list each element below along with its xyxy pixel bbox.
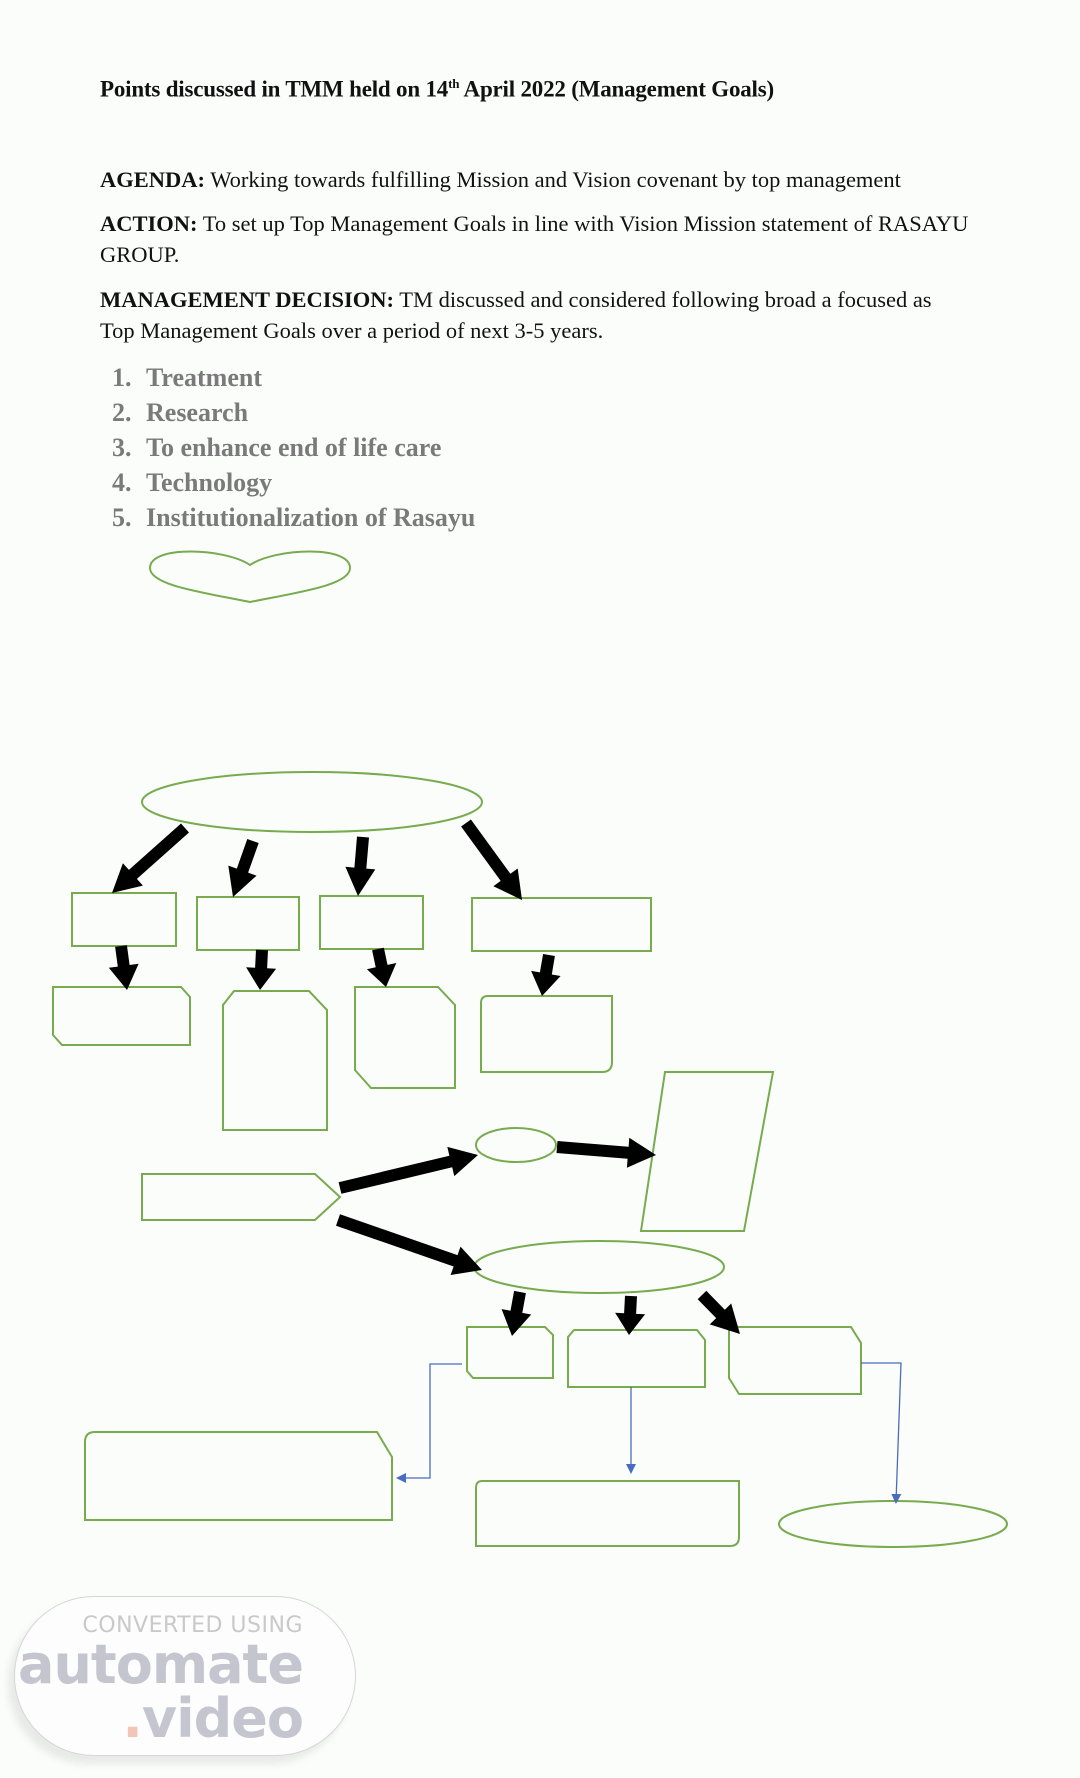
block-arrow <box>338 1146 478 1194</box>
goal-text: Institutionalization of Rasayu <box>146 503 476 532</box>
block-arrow <box>246 949 277 990</box>
block-arrow <box>697 1290 740 1334</box>
box-row2-4 <box>480 995 613 1073</box>
watermark-dot: . <box>122 1687 142 1750</box>
agenda-paragraph: AGENDA: Working towards fulfilling Missi… <box>100 164 1010 195</box>
action-label: ACTION: <box>100 211 198 236</box>
box-row1-4 <box>471 897 652 952</box>
connector-left <box>396 1363 462 1483</box>
block-arrow <box>461 819 522 900</box>
box-row3-2 <box>567 1329 706 1388</box>
small-ellipse <box>475 1127 557 1163</box>
block-arrow <box>228 839 259 897</box>
block-arrow <box>345 836 376 896</box>
box-row1-3 <box>319 895 424 950</box>
watermark-brand: automate <box>18 1633 304 1696</box>
block-arrow <box>531 954 561 996</box>
heart-shape <box>148 550 352 604</box>
agenda-label: AGENDA: <box>100 167 205 192</box>
title-superscript: th <box>448 76 460 91</box>
goal-item: 4. Technology <box>112 465 475 500</box>
watermark-caption: CONVERTED USING <box>82 1613 303 1638</box>
block-arrow <box>108 945 139 990</box>
box-row2-2 <box>222 990 328 1131</box>
block-arrow <box>556 1137 656 1168</box>
decision-text: TM discussed and considered following br… <box>100 287 932 343</box>
top-ellipse <box>141 771 483 833</box>
agenda-text: Working towards fulfilling Mission and V… <box>205 167 901 192</box>
goal-item: 3. To enhance end of life care <box>112 430 475 465</box>
watermark-domain: .video <box>122 1687 304 1750</box>
box-row1-1 <box>71 892 177 947</box>
pentagon-shape <box>141 1173 342 1221</box>
goal-number: 5. <box>112 503 132 532</box>
goal-number: 4. <box>112 468 132 497</box>
goal-text: Research <box>146 398 249 427</box>
action-text: To set up Top Management Goals in line w… <box>100 211 969 267</box>
title-text: Points discussed in TMM held on 14 <box>100 76 449 102</box>
goal-item: 2. Research <box>112 395 475 430</box>
goals-list: 1. Treatment 2. Research 3. To enhance end … <box>112 360 475 535</box>
action-paragraph: ACTION: To set up Top Management Goals i… <box>100 208 980 270</box>
goal-text: To enhance end of life care <box>146 433 442 462</box>
document-title: Points discussed in TMM held on 14th Apr… <box>100 76 774 103</box>
decision-label: MANAGEMENT DECISION: <box>100 287 394 312</box>
goal-number: 3. <box>112 433 132 462</box>
box-bottom-left <box>84 1431 393 1521</box>
block-arrow <box>366 947 397 987</box>
block-arrow <box>501 1290 532 1336</box>
goal-number: 1. <box>112 363 132 392</box>
box-row2-3 <box>354 986 456 1089</box>
box-row3-1 <box>466 1326 554 1379</box>
goal-item: 5. Institutionalization of Rasayu <box>112 500 475 535</box>
box-row1-2 <box>196 896 300 951</box>
goal-item: 1. Treatment <box>112 360 475 395</box>
goal-number: 2. <box>112 398 132 427</box>
watermark-domain-text: video <box>141 1687 304 1750</box>
box-bottom-middle <box>475 1480 740 1547</box>
block-arrow <box>615 1295 646 1335</box>
title-text-end: April 2022 (Management Goals) <box>459 76 775 102</box>
goal-text: Technology <box>146 468 273 497</box>
decision-paragraph: MANAGEMENT DECISION: TM discussed and co… <box>100 284 940 346</box>
bottom-ellipse <box>778 1500 1008 1548</box>
block-arrow <box>112 823 189 893</box>
middle-ellipse <box>473 1240 725 1294</box>
box-row2-1 <box>52 986 191 1046</box>
box-row3-3 <box>728 1326 862 1395</box>
watermark-badge: CONVERTED USING automate .video <box>14 1596 356 1756</box>
parallelogram-shape <box>639 1071 775 1232</box>
connector-right <box>861 1362 902 1504</box>
block-arrow <box>336 1214 482 1275</box>
goal-text: Treatment <box>146 363 262 392</box>
